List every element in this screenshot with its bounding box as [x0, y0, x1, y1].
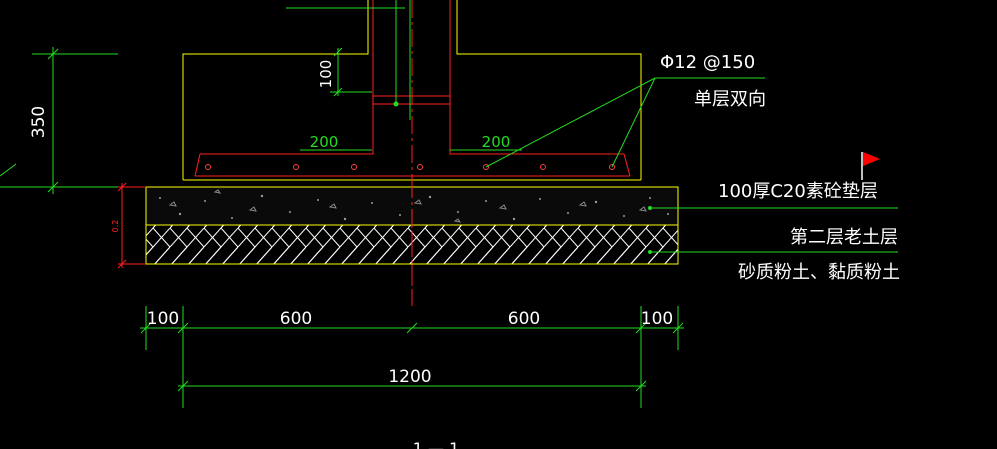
cushion-layer-label: 100厚C20素砼垫层	[718, 181, 878, 202]
spacing-left-label: 200	[310, 133, 339, 151]
section-mark-label: 1 — 1	[413, 439, 460, 449]
soil-type-label: 砂质粉土、黏质粉土	[738, 262, 900, 283]
rebar-dots	[205, 164, 615, 170]
leader-dots	[648, 206, 652, 254]
dim-350-label: 350	[29, 106, 49, 138]
leader-lines	[485, 77, 898, 253]
bottom-dimensions	[140, 306, 684, 408]
red-flag-icon[interactable]	[861, 152, 880, 180]
dim-left-edge-label: 100	[147, 309, 179, 329]
pad-thickness-dimension	[117, 182, 146, 269]
spacing-right-label: 200	[482, 133, 511, 151]
left-dimension	[0, 47, 118, 194]
dim-left-half-label: 600	[280, 309, 312, 329]
rebar-layout-label: 单层双向	[694, 89, 766, 110]
rebar-spec-label: Φ12 @150	[660, 52, 755, 73]
small-dimension-100	[286, 0, 411, 120]
dim-total-label: 1200	[388, 367, 431, 387]
drawing-labels: 350 100 0.2 200 200 Φ12 @150 单层双向 100厚C2…	[29, 52, 900, 449]
pad-thickness-label: 0.2	[111, 220, 120, 233]
dim-right-half-label: 600	[508, 309, 540, 329]
old-soil-layer-label: 第二层老土层	[790, 227, 898, 248]
dim-right-edge-label: 100	[641, 309, 673, 329]
dim-100-label: 100	[317, 60, 335, 89]
